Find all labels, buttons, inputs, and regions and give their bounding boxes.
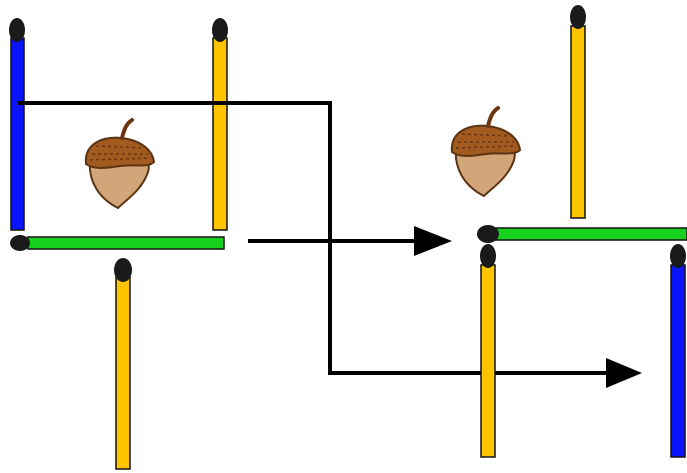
right-figure: [449, 5, 687, 458]
match-blue-vertical: [670, 244, 686, 458]
left-figure: [9, 18, 228, 470]
acorn-icon: [83, 118, 156, 210]
arrow-upper: [18, 101, 642, 388]
match-yellow-vertical: [212, 18, 228, 231]
match-yellow-vertical-top: [570, 5, 586, 219]
match-yellow-vertical-lower: [480, 244, 496, 458]
match-yellow-vertical-lower: [114, 258, 132, 470]
match-blue-vertical: [9, 18, 25, 231]
match-green-horizontal: [10, 235, 225, 251]
acorn-icon: [449, 106, 522, 198]
match-green-horizontal: [477, 225, 687, 243]
arrow-middle: [248, 226, 452, 256]
